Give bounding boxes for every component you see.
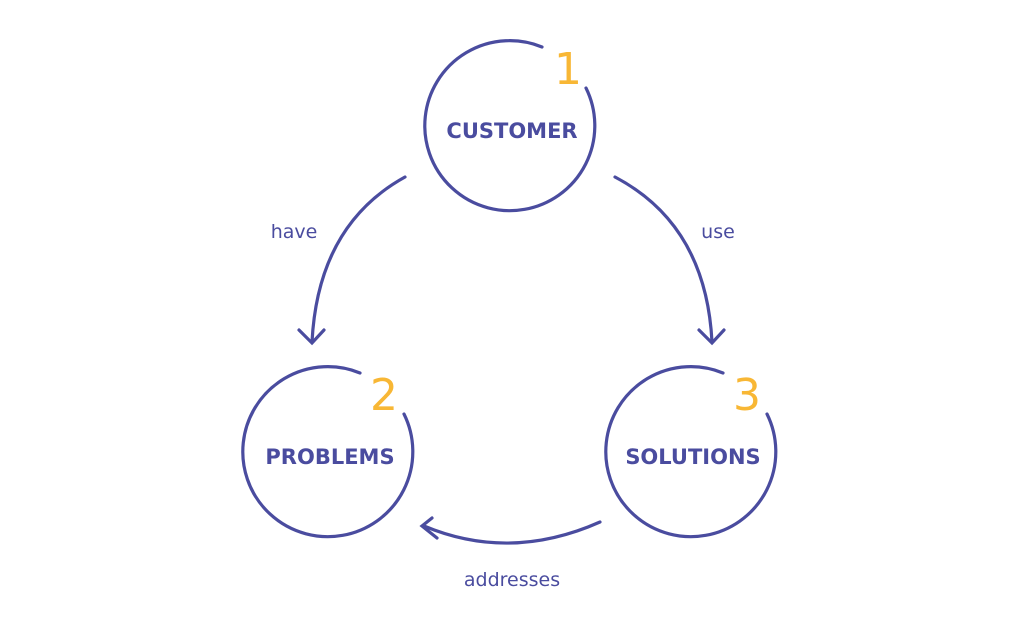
addresses-arrow [422,520,602,545]
have-label: have [271,221,318,243]
solutions-label: SOLUTIONS [625,445,760,469]
customer-label: CUSTOMER [446,119,577,143]
addresses-label: addresses [464,569,560,591]
use-arrow [613,175,714,344]
addresses-arrowhead-icon [419,516,439,540]
problems-number: 2 [370,370,398,421]
use-label: use [701,221,735,243]
have-arrowhead-icon [297,328,326,346]
have-arrow [310,175,407,344]
problems-circle [241,365,415,539]
use-arrowhead-icon [697,328,726,346]
problems-label: PROBLEMS [265,445,394,469]
solutions-circle [604,365,778,539]
customer-circle [423,39,597,213]
solutions-number: 3 [733,370,761,421]
customer-number: 1 [554,44,582,95]
